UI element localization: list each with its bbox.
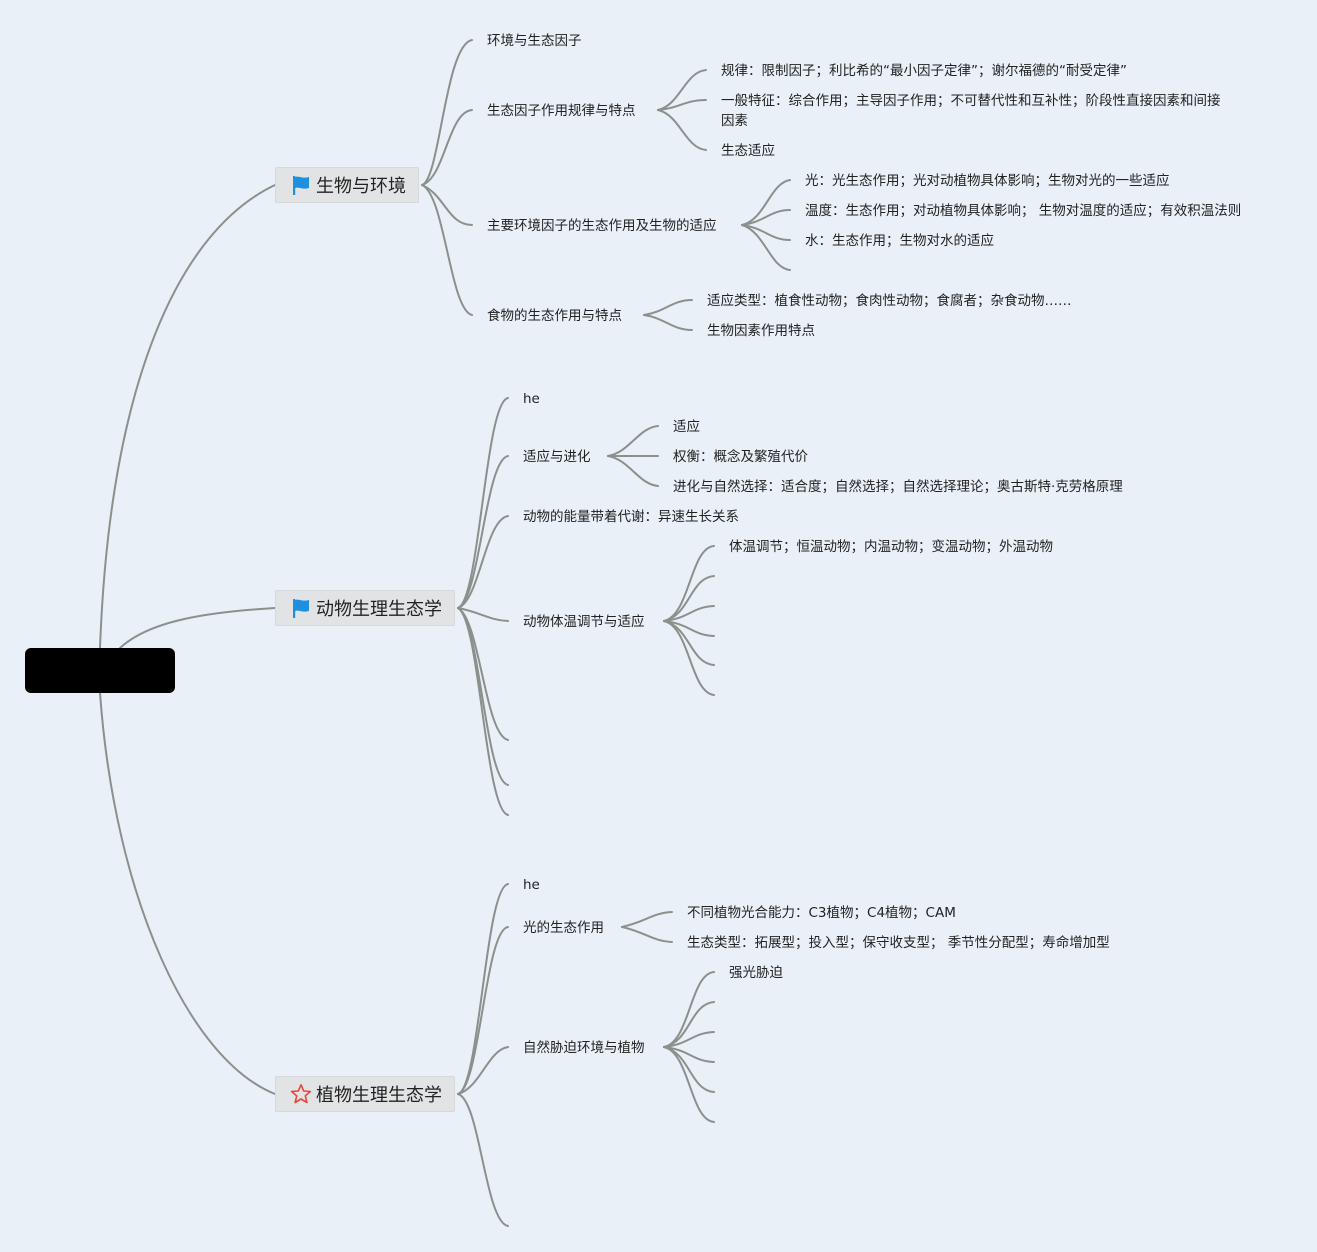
topic-thermoregulation[interactable]: 动物体温调节与适应 [523, 614, 645, 630]
subtopic-natural-selection[interactable]: 进化与自然选择：适合度；自然选择；自然选择理论；奥古斯特·克劳格原理 [673, 479, 1123, 495]
subtopic-tradeoff[interactable]: 权衡：概念及繁殖代价 [673, 449, 808, 465]
topic-adaptation-evolution[interactable]: 适应与进化 [523, 449, 591, 465]
subtopic-eco-adaptation[interactable]: 生态适应 [721, 143, 775, 159]
subtopic-general-features[interactable]: 一般特征：综合作用；主导因子作用；不可替代性和互补性；阶段性直接因素和间接因素 [721, 93, 1221, 129]
subtopic-photosynthesis[interactable]: 不同植物光合能力：C3植物；C4植物；CAM [687, 905, 956, 921]
flag-icon [293, 599, 309, 618]
subtopic-eco-types[interactable]: 生态类型：拓展型；投入型；保守收支型； 季节性分配型；寿命增加型 [687, 935, 1110, 951]
topic-factor-rules[interactable]: 生态因子作用规律与特点 [487, 103, 636, 119]
subtopic-water[interactable]: 水：生态作用；生物对水的适应 [805, 233, 994, 249]
branch-label: 生物与环境 [316, 176, 406, 197]
subtopic-biotic-factors[interactable]: 生物因素作用特点 [707, 323, 815, 339]
subtopic-light[interactable]: 光：光生态作用；光对动植物具体影响；生物对光的一些适应 [805, 173, 1170, 189]
topic-he[interactable]: he [523, 391, 540, 407]
topic-he[interactable]: he [523, 877, 540, 893]
root-node[interactable] [25, 648, 175, 693]
subtopic-adaptation[interactable]: 适应 [673, 419, 700, 435]
subtopic-rules[interactable]: 规律：限制因子；利比希的“最小因子定律”；谢尔福德的“耐受定律” [721, 63, 1127, 79]
topic-env-factors[interactable]: 环境与生态因子 [487, 33, 582, 49]
subtopic-temperature[interactable]: 温度：生态作用；对动植物具体影响； 生物对温度的适应；有效积温法则 [805, 203, 1242, 219]
star-icon [290, 1084, 312, 1104]
topic-natural-stress[interactable]: 自然胁迫环境与植物 [523, 1040, 645, 1056]
branch-node-plant-physiology[interactable]: 植物生理生态学 [275, 1076, 455, 1112]
subtopic-body-temp[interactable]: 体温调节；恒温动物；内温动物；变温动物；外温动物 [729, 539, 1053, 555]
subtopic-strong-light-stress[interactable]: 强光胁迫 [729, 965, 783, 981]
branch-node-environment[interactable]: 生物与环境 [275, 167, 419, 203]
subtopic-adaptation-types[interactable]: 适应类型：植食性动物；食肉性动物；食腐者；杂食动物…… [707, 293, 1072, 309]
flag-icon [293, 176, 309, 195]
topic-main-factors[interactable]: 主要环境因子的生态作用及生物的适应 [487, 218, 717, 234]
topic-food[interactable]: 食物的生态作用与特点 [487, 308, 622, 324]
topic-light-ecology[interactable]: 光的生态作用 [523, 920, 604, 936]
branch-node-animal-physiology[interactable]: 动物生理生态学 [275, 590, 455, 626]
topic-energy-metabolism[interactable]: 动物的能量带着代谢：异速生长关系 [523, 509, 739, 525]
branch-label: 动物生理生态学 [316, 599, 442, 620]
branch-label: 植物生理生态学 [316, 1085, 442, 1106]
